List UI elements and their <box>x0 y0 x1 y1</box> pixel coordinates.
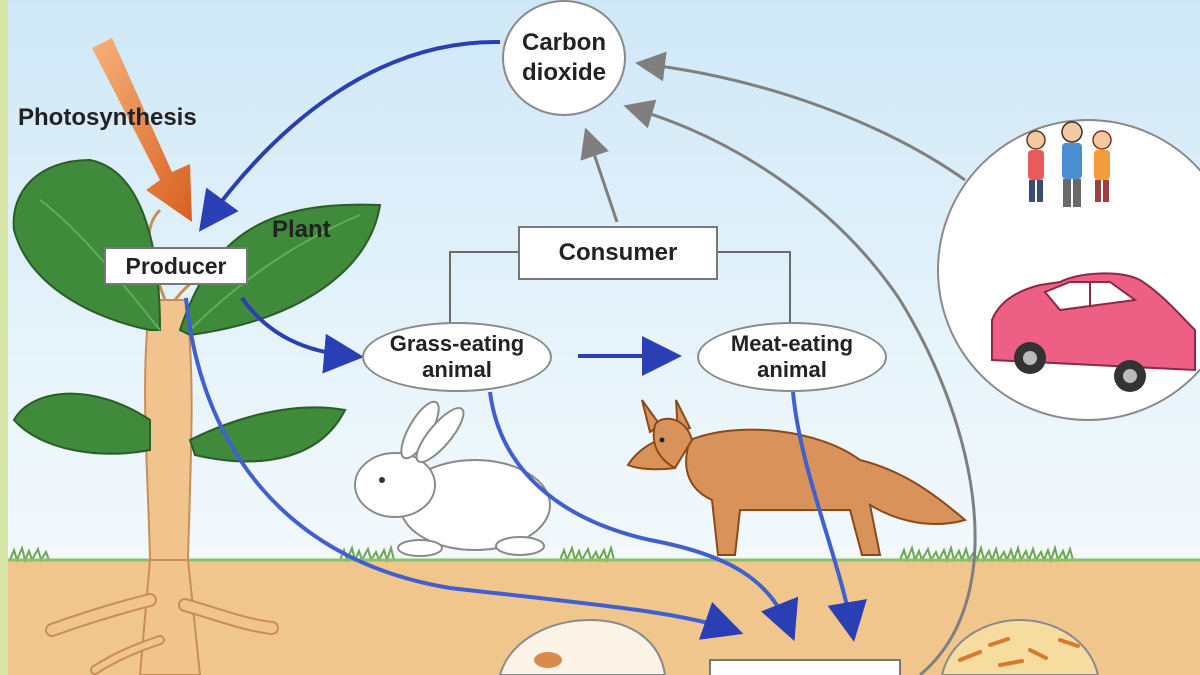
meat-eating-label-line2: animal <box>757 357 827 382</box>
grass-eating-label-line2: animal <box>422 357 492 382</box>
consumer-label: Consumer <box>558 239 678 266</box>
left-border <box>0 0 8 675</box>
meat-eating-label-line1: Meat-eating <box>730 331 854 356</box>
sunlight-arrow <box>92 38 192 222</box>
meat-eating-animal-node: Meat-eating animal <box>697 322 887 392</box>
producer-box: Producer <box>104 247 248 285</box>
grass-eating-label-line1: Grass-eating <box>389 331 525 356</box>
photosynthesis-label: Photosynthesis <box>18 104 197 131</box>
car-icon <box>991 272 1196 392</box>
grass-eating-animal-node: Grass-eating animal <box>362 322 552 392</box>
people-icon <box>1026 121 1112 207</box>
plant-label: Plant <box>272 216 331 243</box>
consumer-box: Consumer <box>518 226 718 280</box>
carbon-dioxide-label-line1: Carbon <box>522 29 606 56</box>
carbon-dioxide-node: Carbon dioxide <box>502 0 626 116</box>
carbon-dioxide-label-line2: dioxide <box>521 59 606 86</box>
decay-arrows <box>184 297 867 642</box>
consumer-bracket <box>449 251 791 340</box>
blue-arrows <box>198 39 682 376</box>
decomposer-icon <box>498 618 1100 675</box>
rabbit-icon <box>354 400 551 557</box>
grass-strip <box>8 544 1200 564</box>
producer-label: Producer <box>125 252 227 279</box>
gray-arrows <box>580 51 977 675</box>
fox-icon <box>626 399 968 556</box>
